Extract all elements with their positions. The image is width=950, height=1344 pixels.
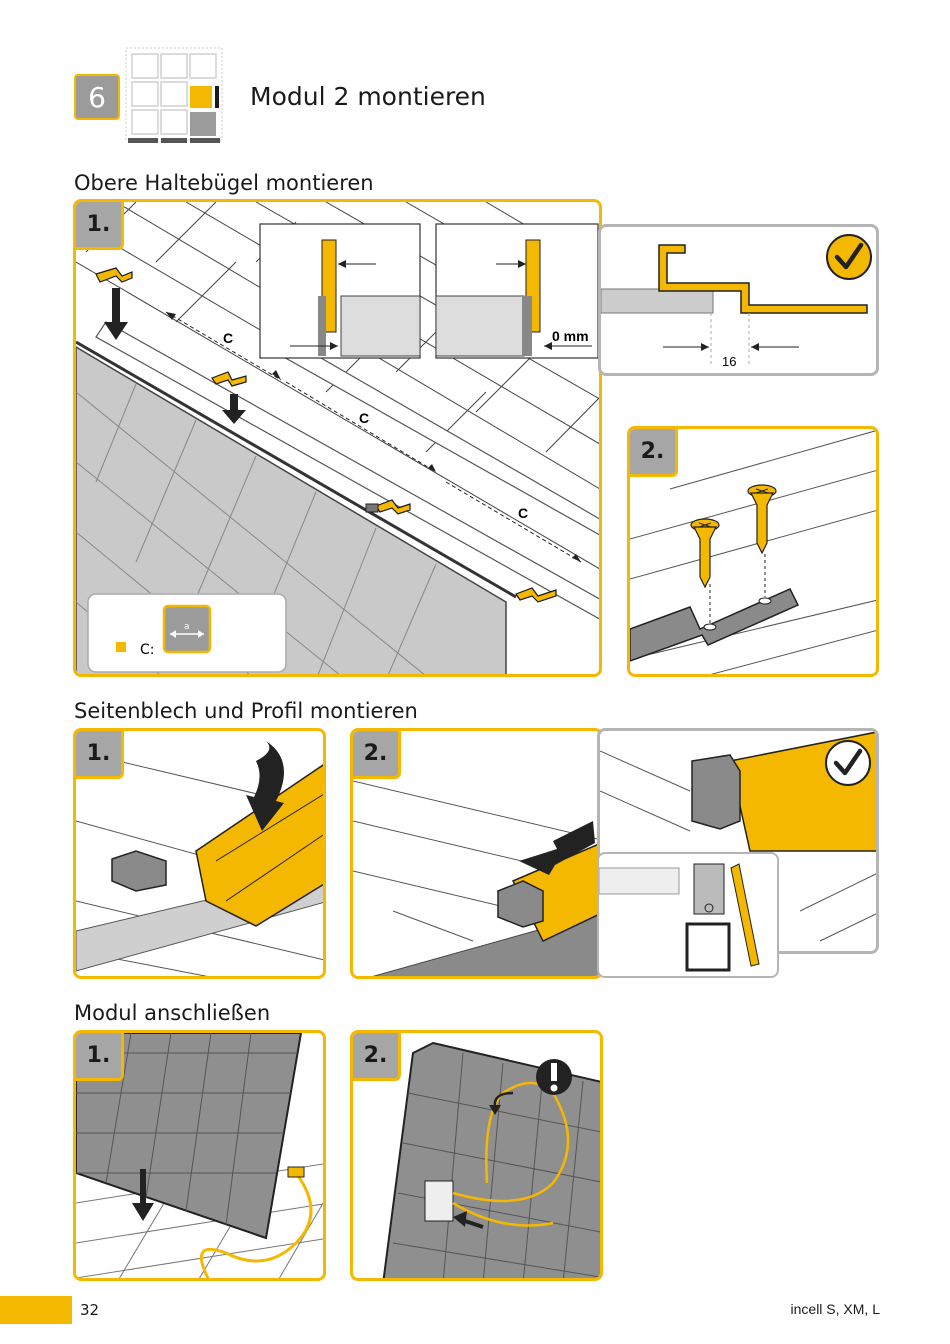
distance-label-c: C xyxy=(518,505,528,521)
page-number: 32 xyxy=(80,1301,100,1319)
step-label: 2. xyxy=(353,731,401,779)
product-name: incell S, XM, L xyxy=(790,1301,880,1317)
step-label: 1. xyxy=(76,1033,124,1081)
detail-bracket-distance: 16 xyxy=(598,224,879,376)
legend-inner-label: a xyxy=(184,622,190,632)
section-title-connect-module: Modul anschließen xyxy=(74,1001,271,1025)
illustration-side-plate-insert: 1. xyxy=(73,728,326,979)
roof-grid-pictogram xyxy=(124,46,224,146)
step-label: 1. xyxy=(76,731,124,779)
section-title-side-plate: Seitenblech und Profil montieren xyxy=(74,699,418,723)
illustration-lower-module: 1. xyxy=(73,1030,326,1281)
gap-dimension-label: 16 xyxy=(722,354,736,369)
footer-accent-bar xyxy=(0,1296,72,1324)
step-number-badge: 6 xyxy=(74,74,120,120)
step-label: 2. xyxy=(630,429,678,477)
detail-profile-cross-section xyxy=(597,852,779,978)
legend-c-label: C: xyxy=(140,642,155,658)
offset-label: 0 mm xyxy=(552,328,589,344)
section-title-upper-brackets: Obere Haltebügel montieren xyxy=(74,171,374,195)
exclamation-icon xyxy=(536,1059,572,1095)
illustration-screw-bracket: 2. xyxy=(627,426,879,677)
illustration-profile-slide: 2. xyxy=(350,728,603,979)
page-title: Modul 2 montieren xyxy=(250,82,486,111)
distance-label-c: C xyxy=(223,330,233,346)
illustration-upper-brackets-placement: C C C 0 mm C: a 1. xyxy=(73,199,602,677)
checkmark-icon xyxy=(825,740,871,786)
illustration-connect-cables: 2. xyxy=(350,1030,603,1281)
checkmark-icon xyxy=(826,234,872,280)
step-label: 2. xyxy=(353,1033,401,1081)
distance-label-c: C xyxy=(359,410,369,426)
step-label: 1. xyxy=(76,202,124,250)
